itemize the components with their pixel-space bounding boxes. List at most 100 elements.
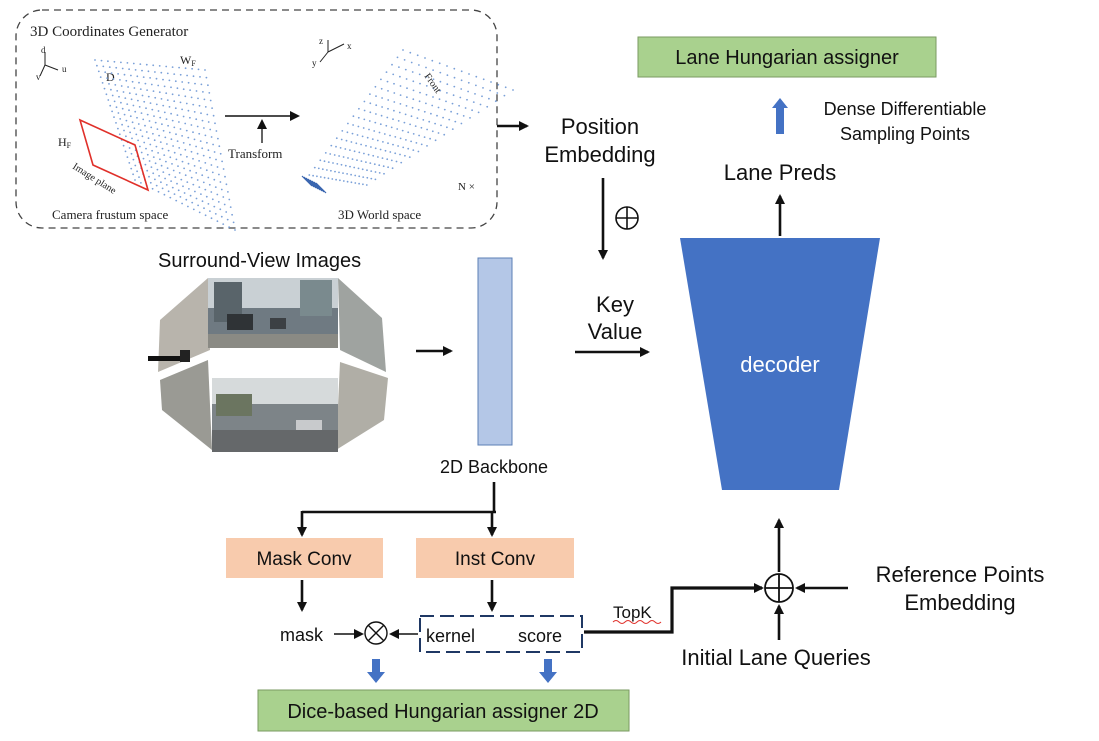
world-point — [374, 85, 377, 88]
frustum-point — [203, 127, 205, 129]
world-point — [330, 144, 333, 147]
frustum-point — [219, 152, 222, 155]
frustum-point — [143, 141, 146, 144]
world-point — [349, 149, 351, 152]
frustum-point — [185, 129, 188, 132]
frustum-point — [190, 150, 193, 153]
world-point — [451, 128, 454, 131]
frustum-point — [155, 103, 158, 106]
frustum-point — [154, 71, 156, 73]
frustum-point — [162, 104, 165, 107]
frustum-point — [133, 127, 136, 130]
frustum-point — [174, 80, 177, 83]
world-point — [362, 127, 365, 129]
frustum-point — [162, 129, 165, 132]
frustum-point — [117, 112, 120, 114]
frustum-point — [204, 69, 206, 71]
frustum-point — [160, 98, 163, 100]
world-point — [405, 78, 408, 80]
frustum-point — [166, 99, 169, 101]
frustum-point — [190, 124, 193, 126]
frustum-point — [162, 171, 165, 174]
frustum-point — [185, 102, 188, 105]
frustum-point — [146, 113, 149, 116]
dice-assigner-label: Dice-based Hungarian assigner 2D — [287, 701, 598, 723]
world-point — [443, 108, 446, 111]
frustum-point — [154, 178, 156, 181]
frustum-point — [193, 138, 196, 141]
inst-conv-box — [416, 538, 574, 578]
frustum-point — [159, 116, 162, 119]
world-point — [423, 110, 426, 113]
frustum-point — [178, 66, 181, 69]
world-point — [477, 111, 480, 114]
frustum-point — [118, 95, 120, 98]
frustum-point — [167, 124, 170, 127]
world-point — [374, 178, 377, 181]
world-point — [370, 177, 373, 180]
kernel-label: kernel — [426, 626, 475, 646]
frustum-point — [147, 70, 150, 73]
world-point — [409, 123, 411, 126]
world-space-label: 3D World space — [338, 207, 421, 222]
world-point — [362, 183, 364, 186]
world-point — [411, 71, 414, 73]
world-point — [352, 124, 354, 126]
world-point — [451, 102, 454, 105]
frustum-point — [227, 191, 229, 193]
world-point — [432, 69, 434, 71]
frustum-point — [124, 97, 127, 99]
frustum-point — [198, 132, 201, 135]
frustum-point — [131, 80, 134, 83]
frustum-point — [191, 67, 194, 70]
frustum-point — [163, 193, 166, 196]
frustum-point — [173, 151, 176, 154]
frustum-point — [164, 136, 167, 139]
frustum-point — [187, 81, 190, 84]
frustum-point — [144, 124, 146, 127]
world-point — [442, 116, 444, 119]
world-point — [323, 160, 326, 163]
score-label: score — [518, 626, 562, 646]
world-point — [374, 121, 377, 124]
world-point — [381, 157, 384, 160]
world-point — [338, 155, 340, 157]
frustum-point — [134, 69, 137, 71]
world-point — [387, 166, 389, 169]
world-point — [419, 91, 421, 94]
frustum-point — [142, 76, 145, 78]
world-point — [346, 180, 349, 183]
frustum-point — [139, 63, 142, 65]
frustum-point — [152, 156, 155, 159]
frustum-point — [132, 158, 135, 161]
frustum-point — [164, 177, 167, 180]
frustum-point — [169, 196, 172, 199]
score-down-icon — [539, 659, 557, 683]
frustum-point — [205, 169, 208, 172]
world-point — [407, 147, 410, 150]
world-point — [330, 169, 332, 172]
world-point — [423, 136, 426, 139]
world-point — [340, 138, 343, 141]
frustum-point — [134, 164, 137, 167]
frustum-point — [137, 99, 139, 102]
world-point — [390, 126, 393, 129]
frustum-point — [195, 118, 198, 121]
frustum-point — [127, 86, 129, 88]
world-point — [345, 139, 348, 142]
frustum-point — [198, 186, 201, 189]
frustum-point — [200, 112, 202, 115]
frustum-point — [125, 79, 128, 82]
world-point — [358, 175, 361, 178]
frustum-point — [126, 156, 129, 159]
world-point — [382, 141, 384, 143]
frustum-point — [178, 147, 181, 149]
frustum-point — [197, 68, 200, 71]
frustum-point — [219, 181, 222, 183]
world-point — [377, 156, 379, 158]
world-point — [425, 102, 427, 105]
world-point — [396, 56, 399, 59]
world-point — [446, 92, 448, 94]
world-point — [357, 116, 360, 119]
world-point — [398, 66, 400, 68]
